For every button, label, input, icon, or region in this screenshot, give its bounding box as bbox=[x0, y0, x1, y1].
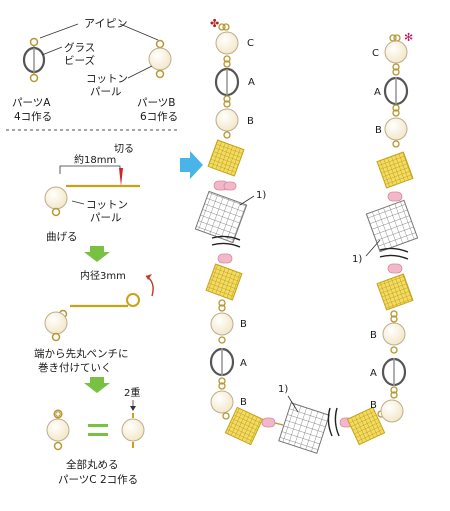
instruction-2: 巻き付けていく bbox=[38, 361, 112, 374]
legend-section: アイピン グラス ビーズ コットン パール パーツA 4コ作る パーツB 6コ作… bbox=[6, 17, 180, 131]
cut-label: 切る bbox=[114, 143, 134, 155]
pearl-bead bbox=[44, 311, 68, 335]
gold-square-bead bbox=[376, 273, 414, 311]
pearl-bead bbox=[121, 418, 145, 442]
pink-bead bbox=[387, 191, 403, 202]
pink-bead bbox=[217, 253, 233, 264]
wire-curl bbox=[126, 293, 140, 307]
final-2: パーツC 2コ作る bbox=[58, 474, 138, 486]
label-1-bottom: 1) bbox=[278, 384, 288, 395]
label-c-left: C bbox=[247, 38, 254, 49]
cotton-label-2: パール bbox=[90, 86, 122, 98]
label-1-right: 1) bbox=[352, 254, 362, 265]
label-a-right: A bbox=[374, 87, 381, 98]
step-cotton-label-1: コットン bbox=[86, 199, 128, 211]
gold-square-bead bbox=[346, 406, 386, 446]
label-b-right-3: B bbox=[370, 400, 377, 411]
gold-square-bead bbox=[224, 406, 264, 446]
pink-bead bbox=[261, 417, 276, 428]
part-b-illustration bbox=[148, 39, 172, 79]
label-b-left-1: B bbox=[247, 116, 254, 127]
right-arrow-icon bbox=[180, 151, 203, 179]
cut-mark-icon bbox=[119, 168, 123, 186]
eyepin-label: アイピン bbox=[84, 17, 127, 30]
pearl-bead bbox=[46, 418, 70, 442]
label-a-left: A bbox=[248, 77, 255, 88]
length-label: 約18mm bbox=[74, 153, 116, 166]
step-cotton-label-2: パール bbox=[90, 212, 122, 224]
start-mark-right: ✻ bbox=[404, 31, 413, 44]
label-c-right: C bbox=[372, 48, 379, 59]
start-mark-left: ✤ bbox=[210, 17, 219, 30]
pearl-b-right-2 bbox=[382, 322, 406, 346]
pearl-b-left-2 bbox=[210, 312, 234, 336]
gold-square-bead bbox=[207, 139, 245, 177]
pearl-b-right-1 bbox=[384, 117, 408, 141]
white-square-bead-1 bbox=[194, 190, 248, 244]
pearl-b-left-3 bbox=[210, 390, 234, 414]
gold-square-bead bbox=[376, 151, 414, 189]
label-b-right-2: B bbox=[370, 330, 377, 341]
steps-section: 約18mm 切る コットン パール 曲げる 内径3mm 端から先丸ペンチに 巻き… bbox=[34, 143, 154, 486]
glass-label-2: ビーズ bbox=[64, 54, 95, 67]
label-b-right-1: B bbox=[375, 125, 382, 136]
equals-sign-bottom bbox=[88, 433, 108, 436]
part-a-count: 4コ作る bbox=[14, 111, 52, 123]
part-b-name: パーツB bbox=[137, 97, 176, 109]
down-arrow-icon bbox=[84, 377, 110, 393]
equals-sign-top bbox=[88, 424, 108, 427]
part-a-illustration bbox=[22, 37, 46, 83]
label-a-right-2: A bbox=[370, 368, 377, 379]
pink-bead bbox=[223, 181, 237, 191]
label-b-left-2: B bbox=[240, 319, 247, 330]
necklace-diagram: ✤ C A B 1) B A B bbox=[194, 17, 419, 454]
white-square-bead-2 bbox=[278, 402, 330, 454]
double-label: 2重 bbox=[124, 386, 140, 399]
pearl-bead bbox=[44, 186, 68, 210]
break-mark bbox=[327, 407, 340, 437]
diameter-label: 内径3mm bbox=[80, 269, 126, 282]
final-1: 全部丸める bbox=[66, 458, 119, 471]
pearl-c-left bbox=[215, 31, 239, 55]
label-1-left: 1) bbox=[256, 190, 266, 201]
instruction-1: 端から先丸ペンチに bbox=[34, 347, 129, 360]
bend-label: 曲げる bbox=[46, 231, 78, 243]
break-mark bbox=[379, 247, 409, 260]
pearl-b-left-1 bbox=[215, 108, 239, 132]
white-square-bead-3 bbox=[365, 199, 419, 253]
pearl-b-right-3 bbox=[380, 399, 404, 423]
label-b-left-3: B bbox=[240, 397, 247, 408]
part-b-count: 6コ作る bbox=[140, 111, 178, 123]
pink-bead bbox=[387, 263, 403, 274]
gold-square-bead bbox=[205, 263, 243, 301]
glass-label-1: グラス bbox=[64, 41, 95, 54]
break-mark bbox=[211, 235, 241, 248]
curl-arrow-icon bbox=[146, 274, 152, 280]
cotton-label-1: コットン bbox=[86, 73, 128, 85]
label-a-left-2: A bbox=[240, 358, 247, 369]
part-a-name: パーツA bbox=[12, 97, 51, 109]
cotton-pearl-icon bbox=[148, 47, 172, 71]
down-arrow-icon bbox=[84, 246, 110, 262]
pearl-c-right bbox=[384, 40, 408, 64]
